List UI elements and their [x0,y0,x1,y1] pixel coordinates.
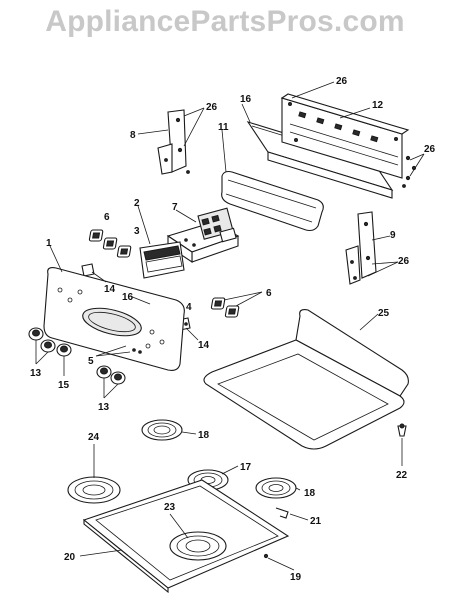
callout-13-right: 13 [98,402,110,413]
callout-9: 9 [390,230,396,241]
callout-18-top: 18 [198,430,210,441]
rear-panel [280,93,410,179]
callout-26-top: 26 [336,76,348,87]
callout-6-upper: 6 [104,212,110,223]
cooktop [203,309,409,450]
callout-4: 4 [186,302,192,313]
callout-7: 7 [172,202,178,213]
callout-6-right: 6 [266,288,272,299]
callout-26-left: 26 [206,102,218,113]
knob-group-lower-left [28,327,126,385]
callout-24: 24 [88,432,100,443]
callout-12: 12 [372,100,384,111]
watermark-title: AppliancePartsPros.com [45,5,405,38]
knob-group-right [210,297,240,318]
callout-14-upper: 14 [104,284,116,295]
callout-16-top: 16 [240,94,252,105]
callout-labels: 26 16 12 26 8 11 26 7 2 6 3 9 1 26 14 6 … [30,76,436,583]
element-front-right [169,531,227,561]
leader-lines [35,81,425,571]
callout-19: 19 [290,572,302,583]
right-end-cap [345,211,377,285]
trim-strip [221,170,324,232]
callout-25: 25 [378,308,390,319]
callout-18-right: 18 [304,488,316,499]
callout-1: 1 [46,238,52,249]
callout-11: 11 [218,122,229,133]
callout-26-lower: 26 [398,256,410,267]
callout-22: 22 [396,470,408,481]
callout-17: 17 [240,462,252,473]
callout-23: 23 [164,502,176,513]
foot-bolt [397,423,407,437]
callout-3: 3 [134,226,140,237]
left-end-cap [157,109,190,175]
callout-21: 21 [310,516,322,527]
knob-group-upper [88,229,132,258]
callout-14-lower: 14 [198,340,210,351]
callout-2: 2 [134,198,140,209]
display-overlay [139,241,185,279]
element-front-left [67,476,121,504]
callout-5: 5 [88,356,94,367]
element-right [255,477,297,499]
screw-19 [263,553,269,559]
callout-26-right: 26 [424,144,436,155]
callout-8: 8 [130,130,136,141]
control-panel [43,267,185,371]
screw-set [402,155,417,188]
callout-16-mid: 16 [122,292,134,303]
callout-20: 20 [64,552,76,563]
element-clip [275,507,289,519]
callout-15: 15 [58,380,70,391]
callout-13-left: 13 [30,368,42,379]
element-rear-left [141,419,183,441]
